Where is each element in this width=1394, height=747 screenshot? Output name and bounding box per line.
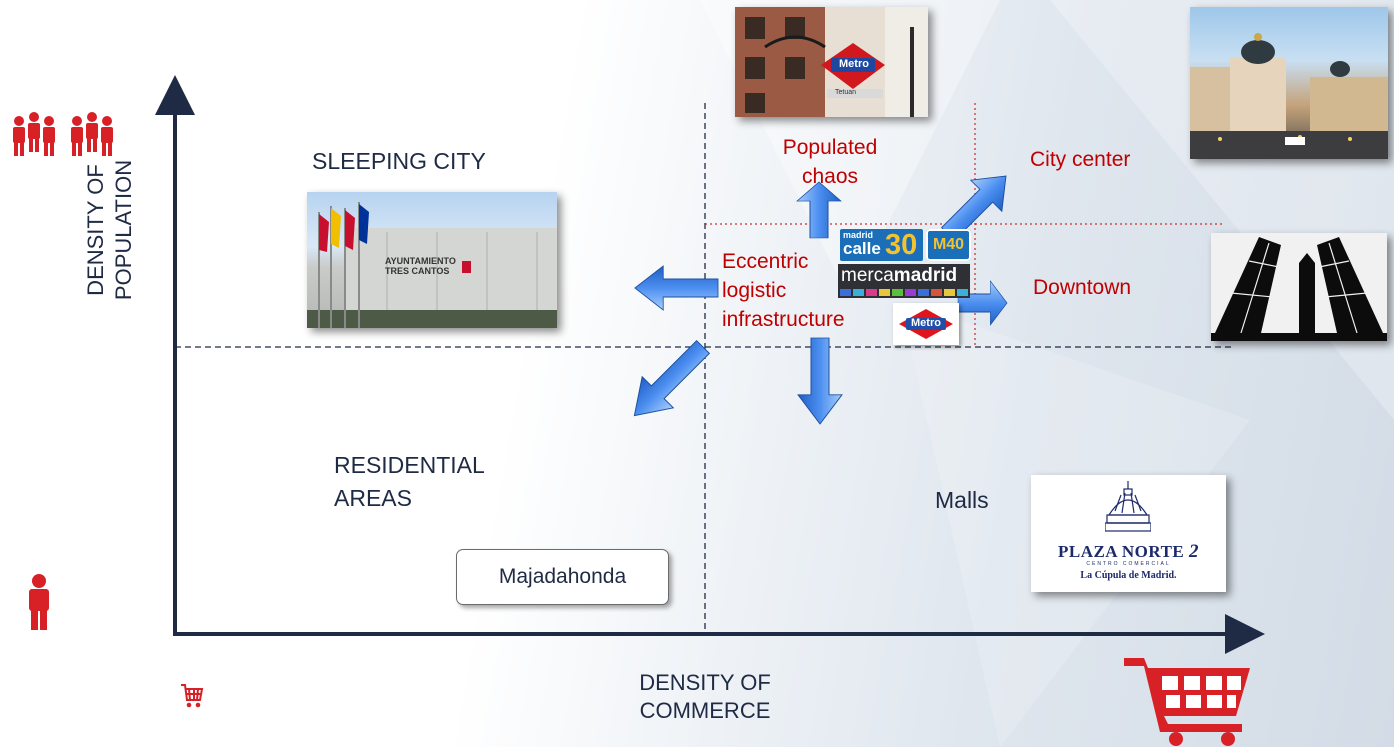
x-axis-label: DENSITY OF COMMERCE	[590, 669, 820, 725]
tetuan-metro-text: Metro	[839, 58, 869, 70]
tetuan-text: Tetuan	[835, 89, 857, 96]
malls-label: Malls	[935, 487, 989, 513]
calle30-logo: madrid calle 30	[840, 229, 923, 261]
majadahonda-label: Majadahonda	[498, 565, 627, 588]
m40-text: M40	[932, 236, 965, 253]
arrow-down-left	[618, 330, 720, 432]
city-center-label: City center	[1030, 148, 1131, 171]
plaza-norte-text: PLAZA NORTE	[1057, 542, 1185, 561]
residential-line1: RESIDENTIAL	[334, 452, 485, 478]
ayuntamiento-line1: AYUNTAMIENTO	[385, 256, 456, 266]
majadahonda-box: Majadahonda	[456, 549, 669, 605]
arrow-down	[797, 337, 843, 425]
plaza-norte-num: 2	[1189, 541, 1200, 562]
ayuntamiento-photo: AYUNTAMIENTO TRES CANTOS	[307, 192, 557, 328]
residential-areas-label: RESIDENTIAL AREAS	[334, 449, 485, 515]
populated-line2: chaos	[801, 165, 859, 188]
tetuan-photo: Metro Tetuan	[735, 7, 928, 117]
people-group-icon	[13, 112, 113, 156]
calle30-word: calle	[843, 239, 881, 258]
downtown-label: Downtown	[1033, 276, 1132, 299]
x-axis-label-line2: COMMERCE	[639, 698, 771, 723]
metro-text: Metro	[911, 317, 941, 329]
metro-diamond	[899, 309, 953, 339]
downtown-photo	[1211, 233, 1387, 341]
mercamadrid-logo: mercamadrid	[838, 264, 970, 298]
plaza-norte-logo: PLAZA NORTE 2 CENTRO COMERCIAL La Cúpula…	[1031, 475, 1226, 592]
x-axis-label-line1: DENSITY OF	[639, 670, 771, 695]
residential-line2: AREAS	[334, 485, 412, 511]
metro-logo: Metro	[893, 303, 959, 345]
small-cart-icon	[181, 684, 204, 708]
center-line3: infrastructure	[722, 308, 845, 331]
dome-icon	[1105, 481, 1151, 532]
city-center-photo	[1190, 7, 1388, 159]
large-cart-icon	[1124, 658, 1250, 746]
centro-comercial-text: CENTRO COMERCIAL	[1086, 561, 1171, 567]
cupula-text: La Cúpula de Madrid.	[1080, 570, 1177, 581]
calle30-num: 30	[885, 229, 918, 261]
populated-chaos-label: Populated chaos	[771, 133, 889, 191]
center-line1: Eccentric	[722, 250, 809, 273]
center-line2: logistic	[722, 279, 787, 302]
merca-color-bar	[840, 289, 968, 296]
arrow-up	[796, 181, 842, 239]
populated-line1: Populated	[782, 136, 878, 159]
merca-bold: madrid	[893, 265, 958, 286]
m40-logo: M40	[926, 229, 971, 261]
ayuntamiento-line2: TRES CANTOS	[385, 266, 450, 276]
eccentric-logistic-label: Eccentric logistic infrastructure	[722, 247, 845, 334]
calle30-small: madrid	[843, 230, 874, 240]
merca-light: merca	[841, 265, 894, 286]
arrow-left	[634, 265, 719, 311]
sleeping-city-label: SLEEPING CITY	[312, 148, 486, 174]
person-icon	[29, 574, 49, 630]
